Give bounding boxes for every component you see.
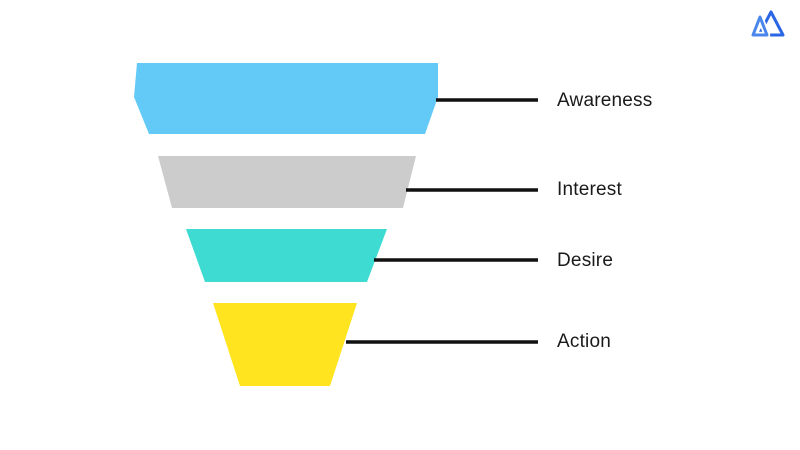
mountain-logo-small-peak [751,15,769,37]
stage-label-awareness: Awareness [557,90,653,111]
funnel-stage-action-shape [213,303,357,386]
funnel-stage-interest-shape [158,156,416,208]
stage-label-action: Action [557,331,612,352]
funnel-stage-desire-shape [186,229,387,282]
stage-label-desire: Desire [557,250,614,271]
stage-label-interest: Interest [557,179,622,200]
funnel-stage-awareness-shape [134,63,438,134]
mountain-logo-icon [750,10,785,38]
